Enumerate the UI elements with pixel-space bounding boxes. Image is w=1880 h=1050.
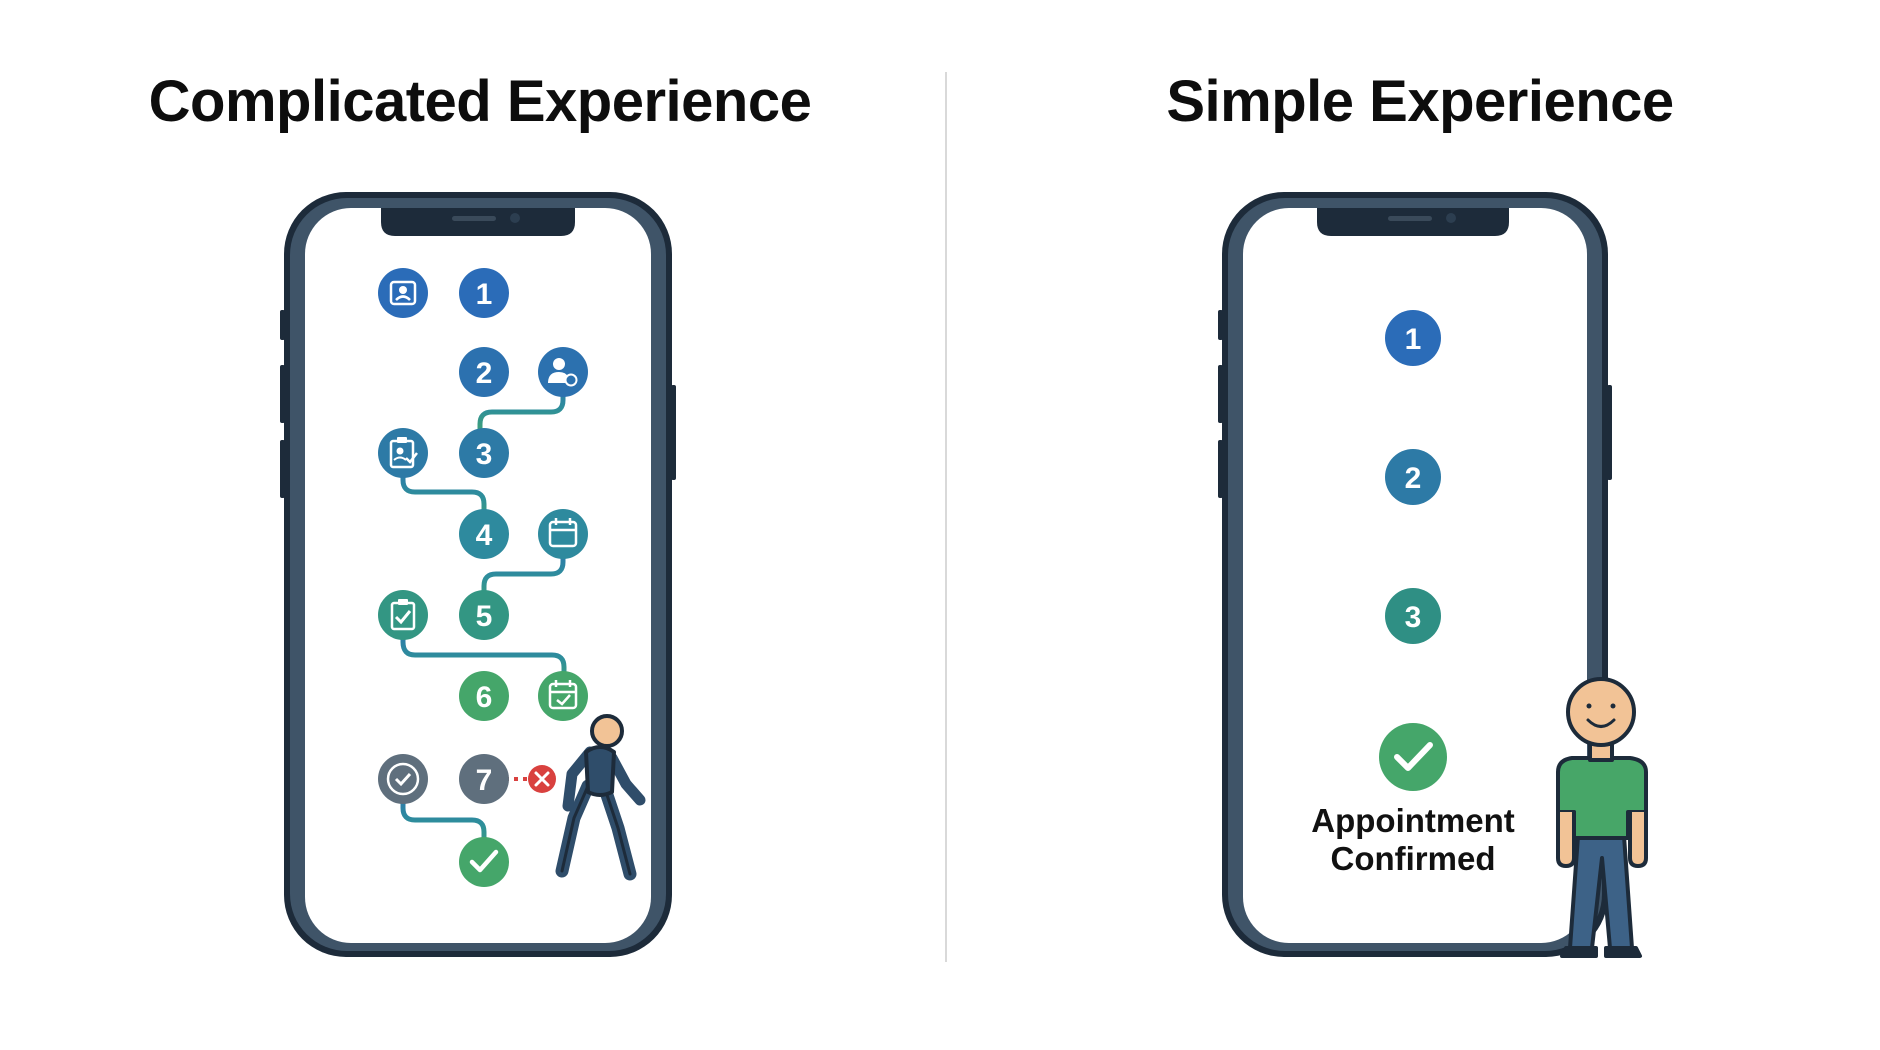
svg-text:3: 3 [476,438,493,471]
check-icon [378,754,428,804]
svg-text:4: 4 [476,519,493,552]
calendar-check-icon [538,671,588,721]
svg-text:6: 6 [476,681,493,714]
center-divider [945,72,947,962]
error-x-icon [528,765,556,793]
happy-person-icon [1556,677,1648,958]
left-step-6: 6 [459,671,509,721]
left-step-2: 2 [459,347,509,397]
complicated-experience-title: Complicated Experience [148,69,812,134]
svg-text:5: 5 [476,600,493,633]
svg-text:3: 3 [1405,601,1422,634]
svg-text:1: 1 [476,278,493,311]
clipboard-user-icon [378,428,428,478]
left-step-4: 4 [459,509,509,559]
confirmation-label-line2: Confirmed [1331,840,1496,877]
left-step-5: 5 [459,590,509,640]
svg-text:2: 2 [476,357,493,390]
right-step-3: 3 [1385,588,1441,644]
right-step-2: 2 [1385,449,1441,505]
id-card-icon [378,268,428,318]
right-step-1: 1 [1385,310,1441,366]
left-step-3: 3 [459,428,509,478]
confirmed-check-icon [1379,723,1447,791]
svg-text:2: 2 [1405,462,1422,495]
clipboard-check-icon [378,590,428,640]
svg-text:7: 7 [476,764,493,797]
final-check-icon [459,837,509,887]
confirmation-label-line1: Appointment [1311,802,1514,839]
walking-away-person-icon [555,714,646,881]
svg-text:1: 1 [1405,323,1422,356]
user-info-icon [538,347,588,397]
left-flow-connectors [400,290,567,865]
calendar-icon [538,509,588,559]
left-step-7: 7 [459,754,509,804]
simple-experience-title: Simple Experience [1166,69,1674,134]
left-step-1: 1 [459,268,509,318]
